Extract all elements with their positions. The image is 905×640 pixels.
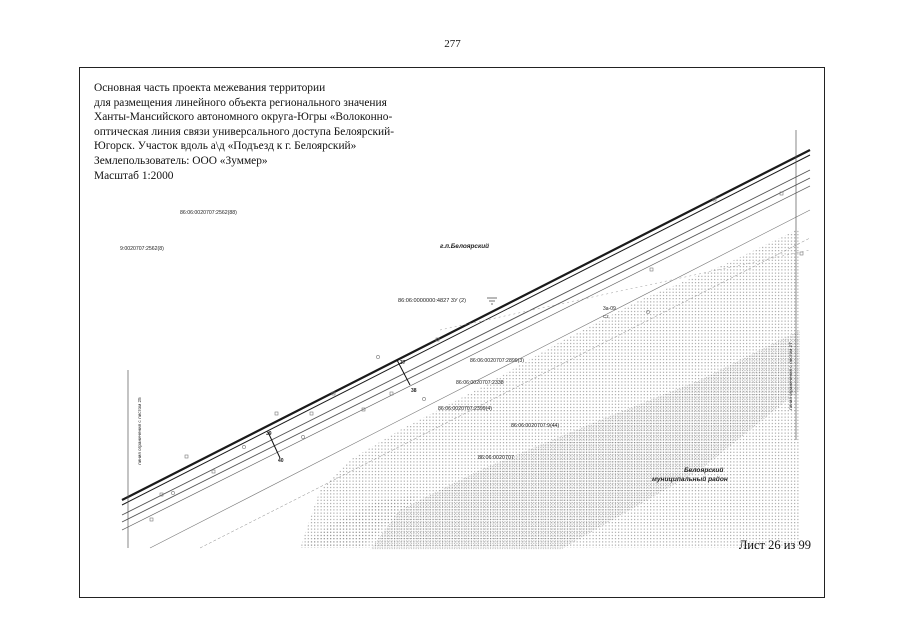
- page-number: 277: [444, 38, 461, 50]
- parcel-label: 86:06:0020707: [478, 455, 514, 461]
- title-line: Югорск. Участок вдоль а\д «Подъезд к г. …: [94, 140, 357, 153]
- boundary-left-label: линия ограничения с листом 25: [137, 397, 142, 465]
- parcel-label: 86:06:0020707:9(44): [511, 423, 559, 429]
- title-line: оптическая линия связи универсального до…: [94, 125, 395, 138]
- settlement-label: г.п.Белоярский: [440, 242, 489, 250]
- road-line-4: [121, 177, 811, 523]
- parcel-label: 86:06:0020707:2562(88): [180, 210, 237, 216]
- point-marker: 37: [400, 360, 406, 366]
- road-line-5: [121, 185, 811, 531]
- parcel-label: 86:06:0020707:2899(3): [470, 358, 524, 364]
- title-line: Землепользователь: ООО «Зуммер»: [94, 154, 268, 167]
- stipple-area-strip: [300, 495, 420, 548]
- road-line-3: [121, 169, 811, 516]
- sheet-label: Лист 26 из 99: [738, 538, 811, 552]
- point-marker: 40: [278, 458, 284, 464]
- road-line-2: [121, 154, 811, 506]
- road-line-7: [199, 237, 811, 549]
- district-label-line2: муниципальный район: [652, 475, 728, 483]
- connector-a: [396, 359, 411, 386]
- district-label-line1: Белоярский: [684, 466, 723, 474]
- title-line: Ханты-Мансийского автономного округа-Югр…: [94, 111, 393, 124]
- benchmark-symbol: [487, 297, 497, 305]
- drawing-frame: [79, 67, 825, 598]
- boundary-right-label: линия ограничения с листом 27: [788, 342, 793, 410]
- scale-label: Масштаб 1:2000: [94, 169, 174, 182]
- small-label: Cz: [603, 314, 609, 319]
- point-marker: 39: [266, 431, 272, 437]
- title-line: для размещения линейного объекта региона…: [94, 96, 387, 109]
- parcel-label: 9:0020707:2562(8): [120, 246, 164, 252]
- road-line-8: [439, 249, 811, 331]
- road-line-6: [149, 209, 811, 549]
- parcel-label: 86:06:0020707:2338: [456, 380, 504, 386]
- title-block: Основная часть проекта межевания террито…: [94, 81, 394, 183]
- stipple-area-dense: [370, 330, 800, 550]
- connector-b: [267, 431, 281, 459]
- title-line: Основная часть проекта межевания террито…: [94, 82, 326, 94]
- point-marker: 38: [411, 388, 417, 394]
- parcel-label: 86:06:0000000:4827 3У (2): [398, 298, 466, 304]
- small-label: 3а-09: [603, 306, 616, 312]
- road-heavy-line: [121, 149, 811, 501]
- parcel-label: 86:06:0020707:2399(4): [438, 406, 492, 412]
